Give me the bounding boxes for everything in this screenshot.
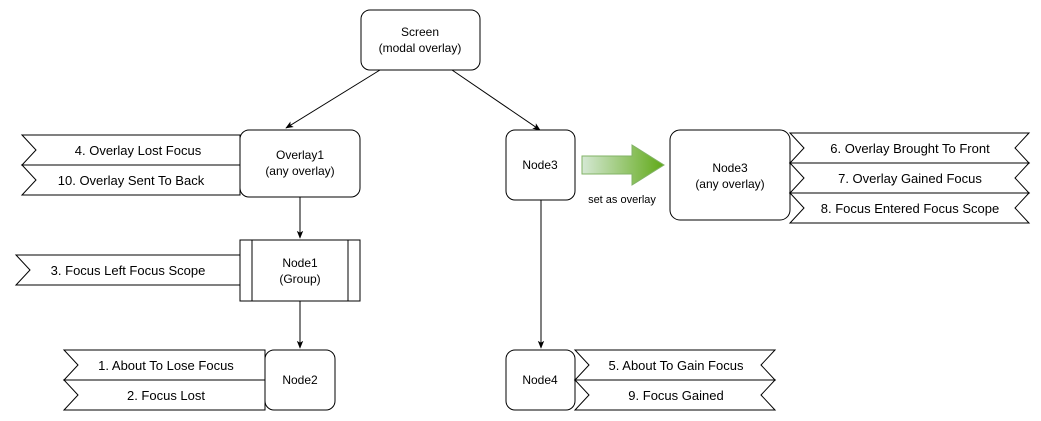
ribbon-focus-gained-text: 9. Focus Gained [628, 388, 723, 403]
node-overlay1-subtitle: (any overlay) [265, 164, 334, 178]
node-node4-title: Node4 [522, 373, 558, 387]
edge-screen-to-node3 [451, 69, 541, 131]
ribbon-focus-entered-focus-scope-text: 8. Focus Entered Focus Scope [821, 201, 999, 216]
ribbon-about-to-lose-focus-text: 1. About To Lose Focus [98, 358, 234, 373]
node-node2: Node2 [264, 349, 336, 411]
ribbon-about-to-gain-focus-text: 5. About To Gain Focus [609, 358, 744, 373]
node-node1-title: Node1 [282, 256, 318, 270]
node-overlay1-title: Overlay1 [276, 148, 324, 162]
node-node3-overlay-subtitle: (any overlay) [695, 177, 764, 191]
ribbon-overlay-sent-to-back: 10. Overlay Sent To Back [20, 164, 241, 196]
ribbon-focus-lost: 2. Focus Lost [62, 379, 266, 411]
node-node1-subtitle: (Group) [279, 272, 320, 286]
node-screen: Screen (modal overlay) [360, 9, 481, 71]
ribbon-focus-left-focus-scope-text: 3. Focus Left Focus Scope [51, 263, 206, 278]
ribbon-focus-gained: 9. Focus Gained [573, 379, 777, 411]
ribbon-focus-left-focus-scope: 3. Focus Left Focus Scope [14, 254, 241, 286]
node-node1-group: Node1 (Group) [239, 239, 361, 302]
ribbon-overlay-brought-to-front-text: 6. Overlay Brought To Front [830, 141, 990, 156]
ribbon-about-to-lose-focus: 1. About To Lose Focus [62, 349, 266, 381]
node-node3-title: Node3 [522, 158, 558, 172]
ribbon-about-to-gain-focus: 5. About To Gain Focus [573, 349, 777, 381]
node-node3-overlay: Node3 (any overlay) [669, 129, 791, 221]
node-overlay1: Overlay1 (any overlay) [239, 129, 361, 198]
ribbon-overlay-gained-focus-text: 7. Overlay Gained Focus [838, 171, 982, 186]
ribbon-focus-lost-text: 2. Focus Lost [127, 388, 205, 403]
ribbon-focus-entered-focus-scope: 8. Focus Entered Focus Scope [788, 192, 1031, 224]
edge-screen-to-overlay1 [285, 69, 381, 129]
ribbon-overlay-gained-focus: 7. Overlay Gained Focus [788, 162, 1031, 194]
set-as-overlay-label: set as overlay [588, 194, 656, 206]
ribbon-overlay-lost-focus-text: 4. Overlay Lost Focus [75, 143, 202, 158]
node-screen-title: Screen [401, 25, 439, 39]
node-node3-overlay-title: Node3 [712, 161, 748, 175]
node-screen-subtitle: (modal overlay) [379, 41, 462, 55]
node-node2-title: Node2 [282, 373, 318, 387]
node-node4: Node4 [505, 349, 576, 411]
set-as-overlay-arrow [581, 144, 665, 186]
connectors [285, 69, 545, 349]
node-node3: Node3 [505, 129, 576, 201]
ribbon-overlay-sent-to-back-text: 10. Overlay Sent To Back [58, 173, 205, 188]
ribbon-overlay-lost-focus: 4. Overlay Lost Focus [20, 134, 241, 166]
ribbon-overlay-brought-to-front: 6. Overlay Brought To Front [788, 132, 1031, 164]
